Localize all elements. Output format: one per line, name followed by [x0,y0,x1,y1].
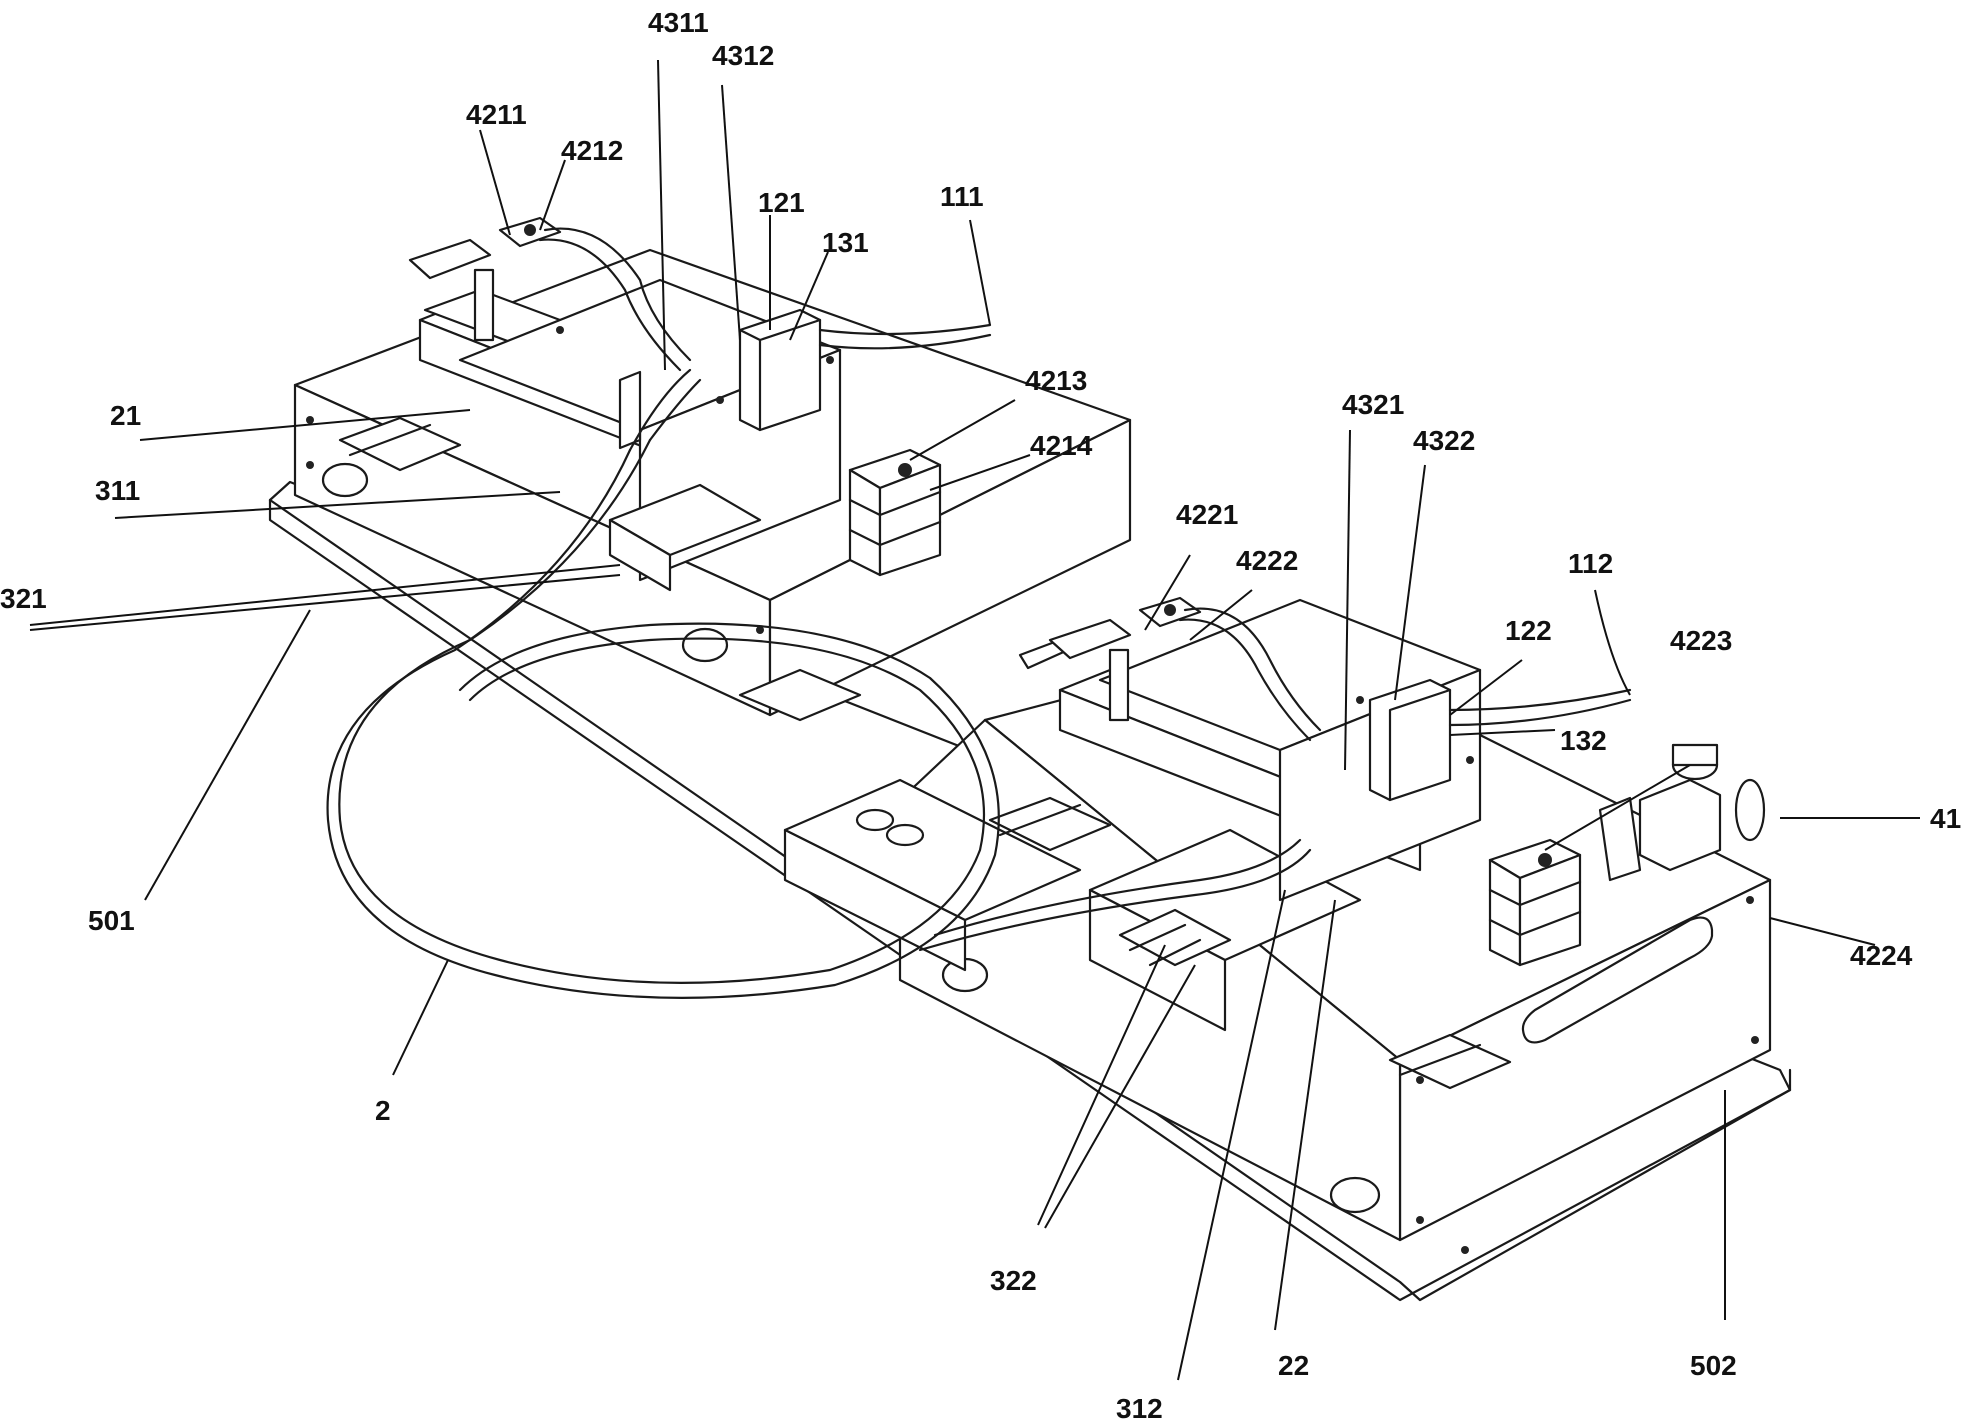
label-4212: 4212 [561,135,623,166]
label-4322: 4322 [1413,425,1475,456]
label-121: 121 [758,187,805,218]
label-312: 312 [1116,1393,1163,1424]
label-2: 2 [375,1095,391,1126]
label-4211: 4211 [466,99,527,130]
label-311: 311 [95,475,140,506]
label-501: 501 [88,905,135,936]
label-22: 22 [1278,1350,1309,1381]
label-4224: 4224 [1850,940,1913,971]
label-131: 131 [822,227,869,258]
label-41: 41 [1930,803,1961,834]
label-21: 21 [110,400,141,431]
reference-labels: 4311 4312 4211 4212 121 131 111 4213 421… [0,7,1961,1424]
label-4312: 4312 [712,40,774,71]
label-502: 502 [1690,1350,1737,1381]
left-upper-module [338,216,992,722]
leader-lines [29,59,1920,1381]
cable-loop [326,368,1312,999]
label-111: 111 [940,181,984,212]
label-4311: 4311 [648,7,709,38]
label-122: 122 [1505,615,1552,646]
label-4223: 4223 [1670,625,1732,656]
label-112: 112 [1568,548,1613,579]
label-4222: 4222 [1236,545,1298,576]
label-4213: 4213 [1025,365,1087,396]
right-upper-module [988,596,1766,1090]
label-4221: 4221 [1176,499,1238,530]
label-4321: 4321 [1342,389,1404,420]
label-321: 321 [0,583,47,614]
center-assembly [783,778,1362,1032]
label-4214: 4214 [1030,430,1093,461]
label-132: 132 [1560,725,1607,756]
label-322: 322 [990,1265,1037,1296]
